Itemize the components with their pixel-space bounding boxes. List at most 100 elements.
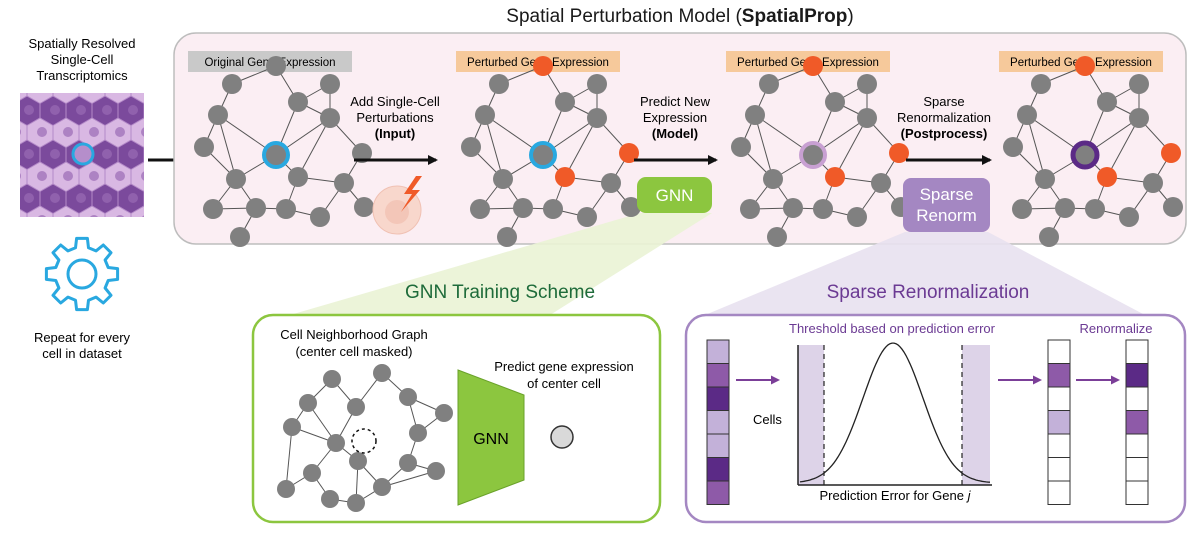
graph-node	[266, 56, 286, 76]
svg-text:Repeat for every: Repeat for every	[34, 330, 131, 345]
graph-node	[310, 207, 330, 227]
graph-node	[334, 173, 354, 193]
graph-node	[1031, 74, 1051, 94]
svg-text:Predict gene expression: Predict gene expression	[494, 359, 633, 374]
graph-node	[246, 198, 266, 218]
graph-node	[555, 92, 575, 112]
perturbed-node	[1161, 143, 1181, 163]
graph-edge	[564, 117, 598, 178]
tissue-nucleus	[142, 215, 144, 217]
tissue-cell	[130, 117, 144, 149]
tissue-nucleus	[89, 127, 99, 137]
gnn-wedge	[290, 213, 712, 315]
graph-edge	[834, 117, 868, 178]
graph-node	[601, 173, 621, 193]
tissue-label: Spatially Resolved Single-Cell Transcrip…	[29, 36, 136, 83]
graph-node	[373, 364, 391, 382]
graph-predicted	[731, 56, 911, 247]
column-cell	[1125, 386, 1149, 411]
graph-node	[1012, 199, 1032, 219]
tissue-nucleus	[154, 193, 164, 203]
step-postprocess-label: Sparse Renormalization (Postprocess)	[897, 94, 991, 141]
error-distribution-plot: Cells Prediction Error for Gene j	[753, 342, 992, 503]
graph-node	[1003, 137, 1023, 157]
graph-node	[1143, 173, 1163, 193]
graph-node	[1129, 74, 1149, 94]
svg-text:Add Single-Cell: Add Single-Cell	[350, 94, 440, 109]
threshold-label: Threshold based on prediction error	[789, 321, 996, 336]
tissue-nucleus	[89, 171, 99, 181]
svg-text:Renorm: Renorm	[916, 206, 976, 225]
column-cell	[1125, 433, 1149, 458]
graph-node	[513, 198, 533, 218]
graph-node	[1097, 92, 1117, 112]
tissue-nucleus	[24, 105, 34, 115]
perturbed-node	[555, 167, 575, 187]
svg-text:Perturbations: Perturbations	[356, 110, 434, 125]
graph-node	[1035, 169, 1055, 189]
predict-label: Predict gene expression of center cell	[494, 359, 633, 391]
tissue-nucleus	[141, 127, 144, 137]
lightning-icon	[401, 176, 422, 212]
graph-node	[731, 137, 751, 157]
gnn-trapezoid: GNN	[457, 369, 525, 506]
svg-text:of center cell: of center cell	[527, 376, 601, 391]
graph-node	[825, 92, 845, 112]
graph-node	[222, 74, 242, 94]
graph-node	[1017, 105, 1037, 125]
column-cell	[706, 363, 730, 388]
center-node	[529, 141, 557, 169]
tissue-nucleus	[102, 149, 112, 159]
graph-node	[299, 394, 317, 412]
graph-node	[409, 424, 427, 442]
tissue-nucleus	[128, 193, 138, 203]
graph-node	[435, 404, 453, 422]
graph-node	[288, 167, 308, 187]
graph-node	[1055, 198, 1075, 218]
graph-edge	[297, 117, 331, 178]
graph-node	[759, 74, 779, 94]
column-cell	[1047, 363, 1071, 388]
center-node	[262, 141, 290, 169]
svg-text:Sparse: Sparse	[923, 94, 964, 109]
column-cell	[1125, 410, 1149, 435]
graph-edge	[484, 114, 504, 180]
error-column-original	[706, 339, 730, 505]
renorm-wedge	[705, 232, 1145, 315]
graph-node	[347, 494, 365, 512]
gear-icon	[44, 236, 120, 312]
column-cell	[706, 457, 730, 482]
gear-outline	[44, 236, 120, 312]
tissue-nucleus	[24, 149, 34, 159]
perturbed-node	[1075, 56, 1095, 76]
step-input-label: Add Single-Cell Perturbations (Input)	[350, 94, 440, 141]
tissue-cell	[143, 146, 144, 164]
tissue-nucleus	[24, 193, 34, 203]
graph-node	[226, 169, 246, 189]
tissue-nucleus	[64, 215, 72, 217]
column-cell	[706, 386, 730, 411]
graph-node	[497, 227, 517, 247]
graph-node	[813, 199, 833, 219]
predicted-center-cell	[550, 425, 574, 449]
svg-text:GNN: GNN	[473, 431, 509, 448]
tissue-nucleus	[63, 127, 73, 137]
tissue-cell	[143, 190, 144, 208]
graph-edge	[217, 114, 237, 180]
graph-node	[1163, 197, 1183, 217]
graph-node	[857, 108, 877, 128]
graph-node	[208, 105, 228, 125]
graph-node	[352, 143, 372, 163]
tissue-nucleus	[102, 193, 112, 203]
graph-node	[354, 197, 374, 217]
renormalize-label: Renormalize	[1080, 321, 1153, 336]
masked-center-node	[351, 428, 377, 454]
graph-edge	[381, 470, 437, 488]
graph-node	[399, 388, 417, 406]
graph-node	[399, 454, 417, 472]
svg-text:GNN: GNN	[656, 186, 694, 205]
svg-text:(Input): (Input)	[375, 126, 415, 141]
highlighted-cell	[71, 142, 95, 166]
graph-node	[577, 207, 597, 227]
tissue-nucleus	[115, 127, 125, 137]
